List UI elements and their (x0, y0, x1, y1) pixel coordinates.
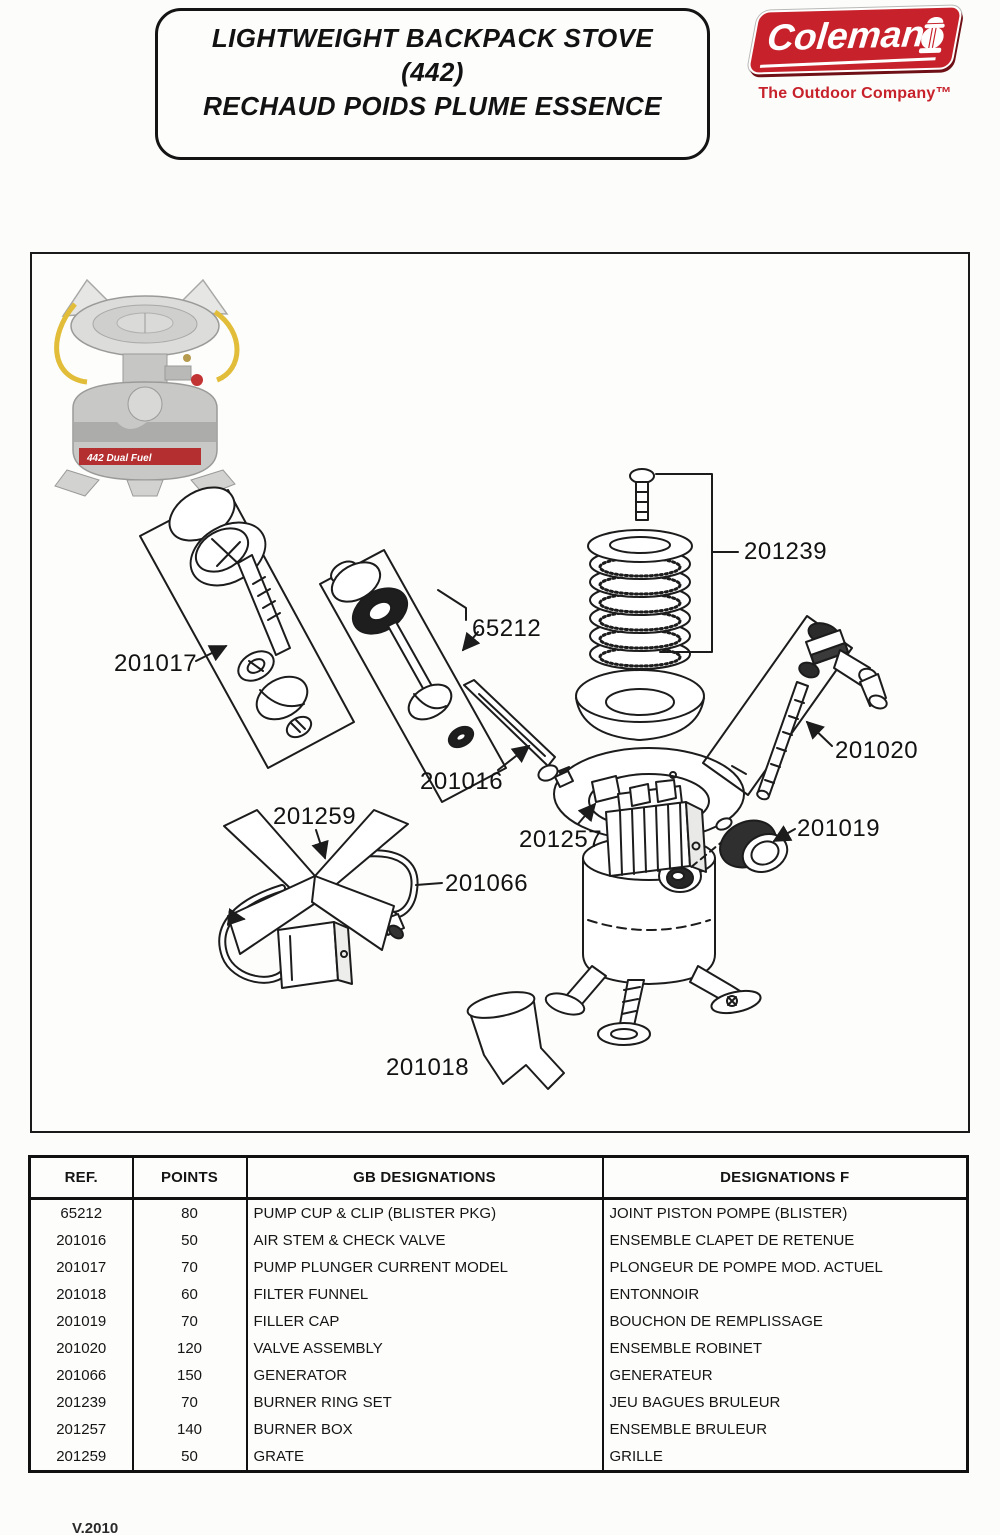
cell-ref: 201257 (29, 1416, 134, 1443)
cell-fr: GRILLE (609, 1448, 663, 1465)
cell-points: 70 (132, 1308, 248, 1335)
cell-gb: PUMP CUP & CLIP (BLISTER PKG) (246, 1198, 604, 1227)
part-label-201066: 201066 (445, 870, 529, 897)
cell-points: 50 (132, 1443, 248, 1472)
logo-underline-swoosh (759, 57, 936, 68)
exploded-parts-diagram: 442 Dual Fuel (54, 278, 888, 1090)
part-label-201257: 201257 (519, 826, 603, 853)
version-text: V.2010 (72, 1520, 119, 1535)
page-title-line-2: (442) (401, 57, 464, 87)
stove-photo: 442 Dual Fuel (54, 278, 240, 497)
part-label-201018: 201018 (386, 1054, 470, 1081)
cell-gb: FILTER FUNNEL (246, 1281, 604, 1308)
table-row: 201066 150 GENERATOR GENERATEUR (29, 1362, 968, 1389)
cell-fr: ENSEMBLE CLAPET DE RETENUE (609, 1232, 855, 1249)
cell-ref: 201066 (29, 1362, 134, 1389)
title-box: LIGHTWEIGHT BACKPACK STOVE (442) RECHAUD… (155, 8, 710, 160)
cell-ref: 201016 (29, 1227, 134, 1254)
part-label-201239: 201239 (744, 538, 828, 565)
column-header-points: POINTS (132, 1156, 248, 1200)
table-row: 201257 140 BURNER BOX ENSEMBLE BRULEUR (29, 1416, 968, 1443)
part-label-65212: 65212 (472, 615, 542, 642)
leader-lines (195, 473, 833, 926)
pump-plunger-drawing (139, 486, 355, 769)
cell-ref: 201239 (29, 1389, 134, 1416)
lantern-icon (911, 15, 954, 61)
cell-ref: 65212 (29, 1198, 134, 1227)
cell-fr: PLONGEUR DE POMPE MOD. ACTUEL (609, 1259, 883, 1276)
cell-ref: 201017 (29, 1254, 134, 1281)
cell-gb: VALVE ASSEMBLY (246, 1335, 604, 1362)
page-title-line-1: LIGHTWEIGHT BACKPACK STOVE (211, 23, 654, 53)
cell-fr: JEU BAGUES BRULEUR (609, 1394, 781, 1411)
cell-fr: BOUCHON DE REMPLISSAGE (609, 1313, 823, 1330)
grate-drawing (223, 809, 409, 989)
cell-points: 70 (132, 1389, 248, 1416)
cell-ref: 201018 (29, 1281, 134, 1308)
diagram-panel: 442 Dual Fuel (30, 252, 970, 1133)
valve-assembly-drawing (702, 615, 888, 801)
part-label-201019: 201019 (797, 815, 881, 842)
table-row: 201239 70 BURNER RING SET JEU BAGUES BRU… (29, 1389, 968, 1416)
cell-fr: ENTONNOIR (609, 1286, 700, 1303)
table-row: 201019 70 FILLER CAP BOUCHON DE REMPLISS… (29, 1308, 968, 1335)
cell-points: 140 (132, 1416, 248, 1443)
page-title-line-3: RECHAUD POIDS PLUME ESSENCE (203, 91, 662, 121)
cell-gb: AIR STEM & CHECK VALVE (246, 1227, 604, 1254)
table-row: 65212 80 PUMP CUP & CLIP (BLISTER PKG) J… (29, 1198, 968, 1227)
part-label-201020: 201020 (835, 737, 919, 764)
burner-box-drawing (537, 747, 747, 877)
cell-gb: GENERATOR (246, 1362, 604, 1389)
cell-points: 70 (132, 1254, 248, 1281)
cell-points: 50 (132, 1227, 248, 1254)
table-row: 201259 50 GRATE GRILLE (29, 1443, 968, 1472)
cell-points: 120 (132, 1335, 248, 1362)
table-row: 201017 70 PUMP PLUNGER CURRENT MODEL PLO… (29, 1254, 968, 1281)
coleman-brand-text: Coleman (765, 13, 927, 59)
cell-gb: GRATE (246, 1443, 604, 1472)
column-header-fr: DESIGNATIONS F (602, 1156, 968, 1200)
cell-fr: ENSEMBLE ROBINET (609, 1340, 763, 1357)
coleman-logo-box: Coleman (746, 5, 964, 75)
cell-gb: BURNER BOX (246, 1416, 604, 1443)
filter-funnel-drawing (466, 991, 565, 1090)
cell-gb: PUMP PLUNGER CURRENT MODEL (246, 1254, 604, 1281)
cell-fr: ENSEMBLE BRULEUR (609, 1421, 768, 1438)
cell-fr: GENERATEUR (609, 1367, 713, 1384)
cell-points: 150 (132, 1362, 248, 1389)
cell-points: 80 (132, 1198, 248, 1227)
column-header-gb: GB DESIGNATIONS (246, 1156, 604, 1200)
coleman-logo: Coleman The Outdoor Company™ (746, 5, 964, 103)
logo-tagline: The Outdoor Company™ (758, 85, 952, 102)
cell-fr: JOINT PISTON POMPE (BLISTER) (609, 1205, 848, 1222)
table-row: 201016 50 AIR STEM & CHECK VALVE ENSEMBL… (29, 1227, 968, 1254)
cell-gb: BURNER RING SET (246, 1389, 604, 1416)
burner-ring-set-drawing (575, 468, 705, 741)
cell-points: 60 (132, 1281, 248, 1308)
table-row: 201020 120 VALVE ASSEMBLY ENSEMBLE ROBIN… (29, 1335, 968, 1362)
cell-ref: 201019 (29, 1308, 134, 1335)
part-label-201017: 201017 (114, 650, 198, 677)
table-header-row: REF. POINTS GB DESIGNATIONS DESIGNATIONS… (29, 1156, 968, 1200)
cell-ref: 201020 (29, 1335, 134, 1362)
column-header-ref: REF. (29, 1156, 134, 1200)
table-row: 201018 60 FILTER FUNNEL ENTONNOIR (29, 1281, 968, 1308)
parts-table: REF. POINTS GB DESIGNATIONS DESIGNATIONS… (28, 1155, 969, 1473)
cell-gb: FILLER CAP (246, 1308, 604, 1335)
svg-text:442 Dual Fuel: 442 Dual Fuel (86, 453, 152, 464)
part-label-201259: 201259 (273, 803, 357, 830)
part-label-201016: 201016 (420, 768, 504, 795)
cell-ref: 201259 (29, 1443, 134, 1472)
pump-cup-drawing (319, 549, 507, 803)
